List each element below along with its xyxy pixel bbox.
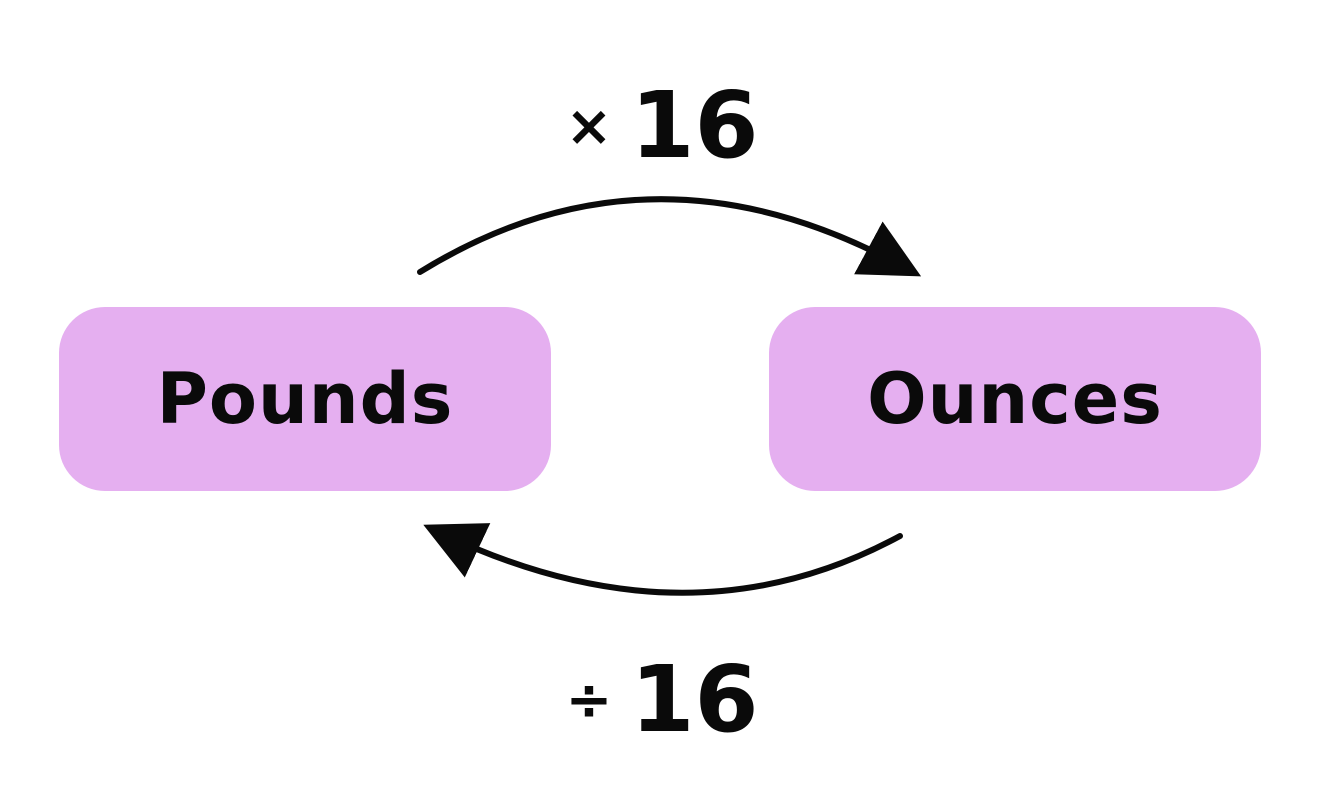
- pounds-box: Pounds: [59, 307, 551, 491]
- arrow-pounds-to-ounces: [417, 196, 922, 277]
- pounds-label: Pounds: [156, 358, 454, 440]
- multiply-operation-label: ×16: [0, 80, 1344, 172]
- divide-value: 16: [630, 646, 759, 753]
- arrow-ounces-to-pounds: [423, 523, 903, 596]
- divide-symbol: ÷: [565, 668, 613, 733]
- divide-operation-label: ÷16: [0, 654, 1344, 746]
- multiply-symbol: ×: [565, 94, 613, 159]
- ounces-label: Ounces: [867, 358, 1163, 440]
- multiply-value: 16: [630, 72, 759, 179]
- ounces-box: Ounces: [769, 307, 1261, 491]
